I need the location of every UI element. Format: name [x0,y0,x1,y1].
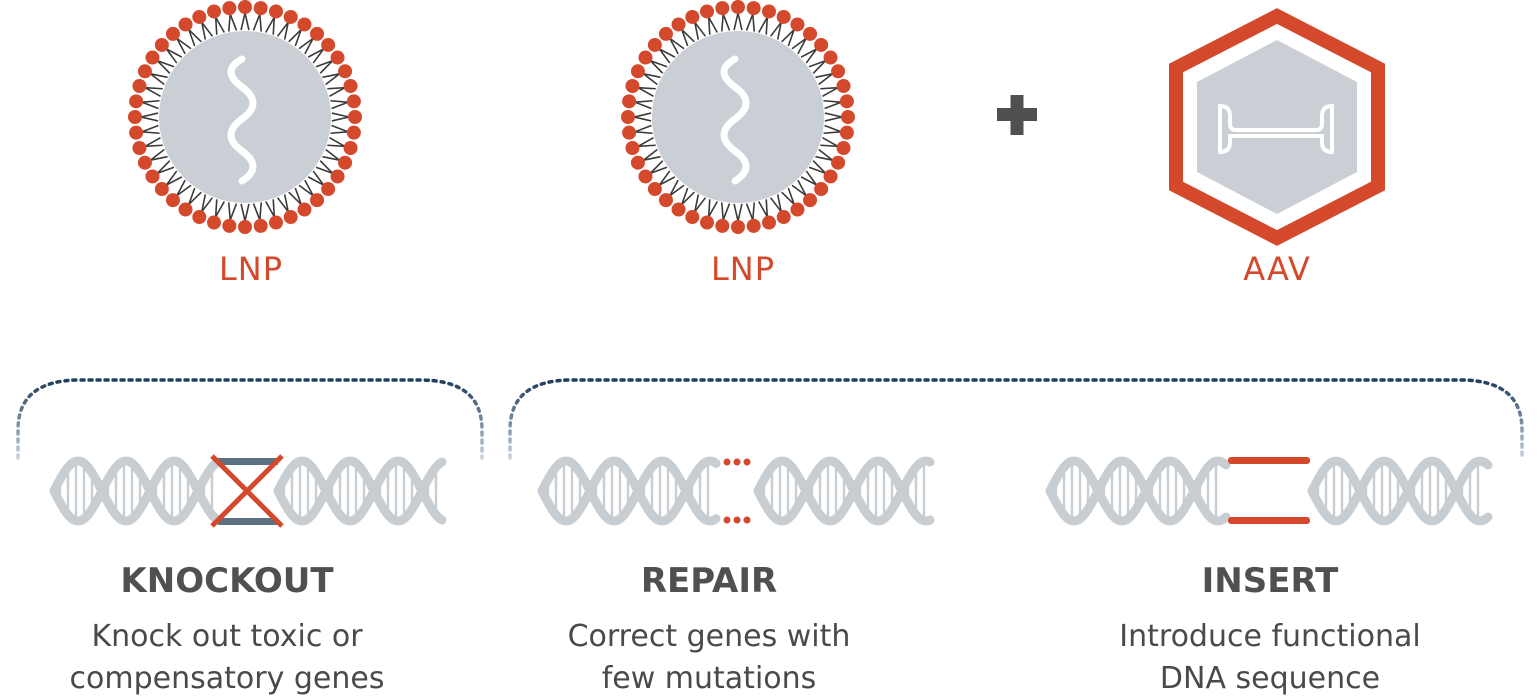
dna-insert-icon [1218,104,1334,154]
repair-gap-dots-icon [723,458,751,524]
plus-icon [997,95,1037,135]
dna-repair-icon [537,456,935,526]
insert-sequence-bars-icon [1228,457,1310,524]
desc-insert-line2: DNA sequence [1160,661,1380,696]
bracket-left [16,378,484,460]
desc-repair-line1: Correct genes with [568,619,851,654]
vector-label-lnp-2: LNP [711,250,775,288]
dna-insert-icon [1045,456,1493,526]
bracket-right [508,378,1524,460]
knockout-cross-icon [210,454,284,528]
title-repair: REPAIR [641,561,777,601]
dna-knockout-icon [49,456,447,526]
vector-label-lnp-1: LNP [219,250,283,288]
desc-knockout-line1: Knock out toxic or [91,619,363,654]
vector-label-aav: AAV [1243,250,1311,288]
title-insert: INSERT [1202,561,1339,601]
desc-repair-line2: few mutations [602,661,817,696]
lnp-particle-icon [621,0,855,234]
desc-insert-line1: Introduce functional [1119,619,1420,654]
desc-knockout-line2: compensatory genes [70,661,385,696]
title-knockout: KNOCKOUT [120,561,334,601]
lnp-particle-icon [128,0,362,234]
aav-capsid-icon [1169,8,1385,246]
